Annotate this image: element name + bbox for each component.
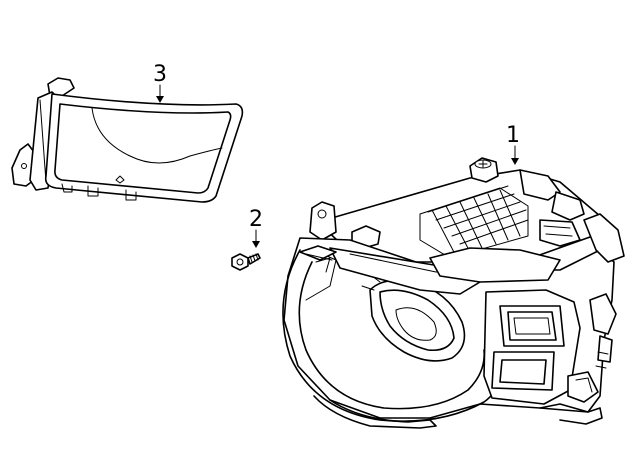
callout-3: 3 xyxy=(153,62,167,103)
part-1-headlamp-assembly xyxy=(282,157,625,429)
part-3-lens-bezel xyxy=(11,77,244,203)
callout-2: 2 xyxy=(249,207,263,248)
adjuster-knob xyxy=(469,157,499,183)
callout-1: 1 xyxy=(506,123,520,165)
heat-sink-grid xyxy=(419,185,529,259)
callout-3-label: 3 xyxy=(153,62,167,87)
callout-1-label: 1 xyxy=(506,123,520,148)
part-2-screw xyxy=(231,253,261,271)
callout-2-label: 2 xyxy=(249,207,263,232)
